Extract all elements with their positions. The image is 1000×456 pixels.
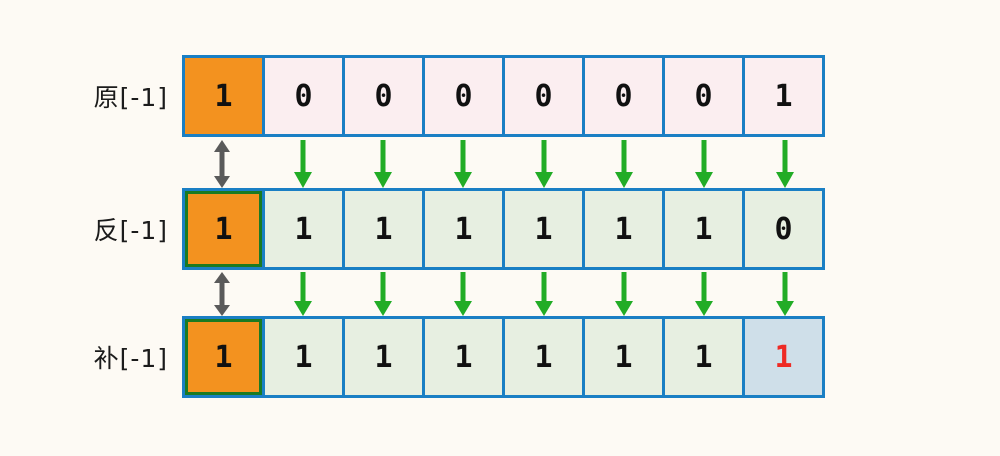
row-label-twos-complement: 补[-1] [93,344,168,373]
down-arrow-icon [373,140,392,188]
bit-cell-sign-magnitude-7: 1 [745,58,822,134]
connector-slot-6 [664,140,744,190]
down-arrow-icon [454,140,473,188]
down-arrow-icon [695,272,714,316]
row-label-twos-complement-wrap: 补[-1] [0,316,168,398]
bit-cell-twos-complement-7-highlight: 1 [745,319,822,395]
bit-cell-twos-complement-2: 1 [345,319,425,395]
down-arrow-icon [534,272,553,316]
down-arrow-icon [293,140,312,188]
row-label-sign-magnitude: 原[-1] [93,83,168,112]
connector2-slot-2 [343,272,423,322]
connector-slot-3 [423,140,503,190]
down-arrow-icon [775,140,794,188]
bit-cell-sign-magnitude-4: 0 [505,58,585,134]
double-arrow-icon [214,140,231,188]
bit-cell-ones-complement-0: 1 [185,191,265,267]
bit-cell-ones-complement-7: 0 [745,191,822,267]
connector-slot-2 [343,140,423,190]
connector-row2-to-row3 [182,272,825,322]
connector2-slot-1 [262,272,342,322]
connector2-slot-6 [664,272,744,322]
down-arrow-icon [293,272,312,316]
bit-cell-sign-magnitude-0: 1 [185,58,265,134]
bit-row-ones-complement: 1 1 1 1 1 1 1 0 [182,188,825,270]
down-arrow-icon [454,272,473,316]
down-arrow-icon [615,272,634,316]
bit-cell-twos-complement-5: 1 [585,319,665,395]
row-label-ones-complement-wrap: 反[-1] [0,188,168,270]
bit-cell-ones-complement-5: 1 [585,191,665,267]
connector-row1-to-row2 [182,140,825,190]
bit-cell-twos-complement-0: 1 [185,319,265,395]
bit-cell-ones-complement-2: 1 [345,191,425,267]
row-label-sign-magnitude-wrap: 原[-1] [0,55,168,137]
bit-cell-twos-complement-3: 1 [425,319,505,395]
bit-cell-ones-complement-1: 1 [265,191,345,267]
bit-row-sign-magnitude: 1 0 0 0 0 0 0 1 [182,55,825,137]
connector2-slot-0 [182,272,262,322]
down-arrow-icon [373,272,392,316]
down-arrow-icon [615,140,634,188]
bit-row-twos-complement: 1 1 1 1 1 1 1 1 [182,316,825,398]
down-arrow-icon [534,140,553,188]
connector-slot-7 [745,140,825,190]
row-label-ones-complement: 反[-1] [93,216,168,245]
bit-cell-sign-magnitude-3: 0 [425,58,505,134]
bit-cell-sign-magnitude-1: 0 [265,58,345,134]
connector-slot-5 [584,140,664,190]
bit-cell-sign-magnitude-6: 0 [665,58,745,134]
down-arrow-icon [775,272,794,316]
connector2-slot-4 [504,272,584,322]
bit-cell-sign-magnitude-2: 0 [345,58,425,134]
bit-cell-twos-complement-6: 1 [665,319,745,395]
bit-cell-ones-complement-3: 1 [425,191,505,267]
bit-cell-sign-magnitude-5: 0 [585,58,665,134]
connector-slot-1 [262,140,342,190]
connector2-slot-3 [423,272,503,322]
bit-cell-ones-complement-6: 1 [665,191,745,267]
bit-cell-twos-complement-4: 1 [505,319,585,395]
bit-cell-ones-complement-4: 1 [505,191,585,267]
connector-slot-4 [504,140,584,190]
connector2-slot-5 [584,272,664,322]
connector-slot-0 [182,140,262,190]
double-arrow-icon [214,272,231,316]
connector2-slot-7 [745,272,825,322]
down-arrow-icon [695,140,714,188]
bit-cell-twos-complement-1: 1 [265,319,345,395]
